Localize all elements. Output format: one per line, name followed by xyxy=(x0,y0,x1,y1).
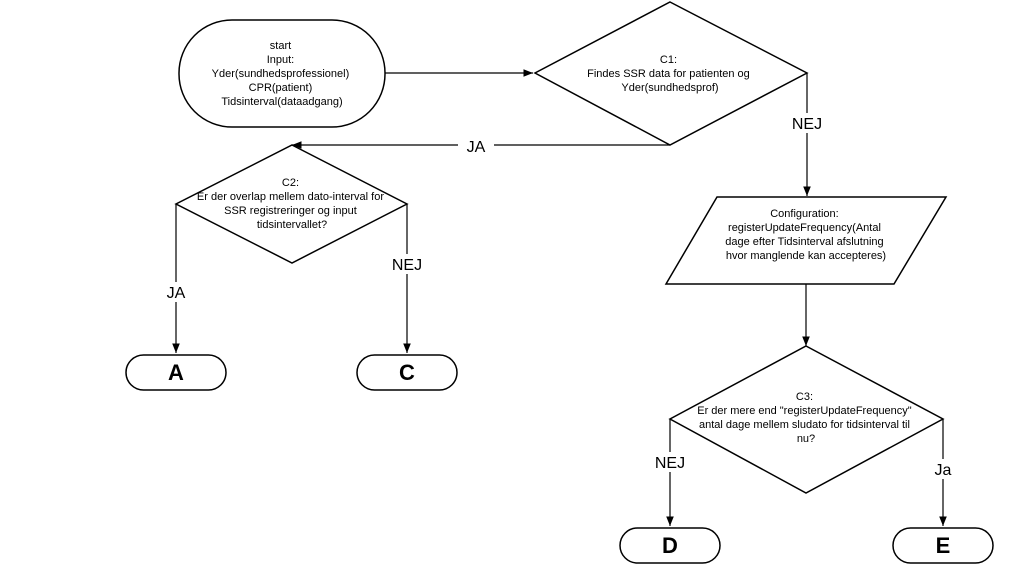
config-line: hvor manglende kan accepteres) xyxy=(726,250,886,262)
terminal-a: A xyxy=(125,354,227,391)
edge-label-c2-nej: NEJ xyxy=(392,257,422,274)
edge-c1-ja: JA xyxy=(292,136,670,156)
c2-line: C2: xyxy=(282,177,299,189)
config-line: registerUpdateFrequency(Antal xyxy=(728,222,881,234)
terminal-e-label: E xyxy=(936,533,951,558)
svg-text:start Input: Yder(: start Input: Yder(sundhedsprofessionel) … xyxy=(212,40,353,108)
start-line: Tidsinterval(dataadgang) xyxy=(221,96,342,108)
edge-c1-nej: NEJ xyxy=(786,73,828,196)
edge-c3-ja: Ja xyxy=(929,419,957,526)
terminal-d: D xyxy=(619,527,721,564)
terminal-e: E xyxy=(892,527,994,564)
decision-c2: C2: Er der overlap mellem dato-interval … xyxy=(174,144,409,264)
edge-c2-ja: JA xyxy=(160,204,192,353)
c3-line: nu? xyxy=(797,433,815,445)
decision-c3: C3: Er der mere end "registerUpdateFrequ… xyxy=(668,345,945,494)
svg-text:Configuration: registerU: Configuration: registerUpdateFrequency(A… xyxy=(725,208,886,262)
c2-line: tidsintervallet? xyxy=(257,219,327,231)
edge-label-c1-nej: NEJ xyxy=(792,116,822,133)
edge-c2-nej: NEJ xyxy=(386,204,428,353)
edge-label-c2-ja: JA xyxy=(167,285,186,302)
edge-c3-nej: NEJ xyxy=(649,419,691,526)
configuration-node: Configuration: registerUpdateFrequency(A… xyxy=(664,196,948,285)
c1-line: Yder(sundhedsprof) xyxy=(621,82,718,94)
edge-label-c3-ja: Ja xyxy=(935,462,952,479)
c1-line: C1: xyxy=(660,54,677,66)
c2-line: SSR registreringer og input xyxy=(224,205,357,217)
terminal-c: C xyxy=(356,354,458,391)
start-line: CPR(patient) xyxy=(249,82,313,94)
svg-text:C1: Findes SSR data for: C1: Findes SSR data for patienten og Yde… xyxy=(587,54,753,94)
start-node: start Input: Yder(sundhedsprofessionel) … xyxy=(178,19,386,128)
svg-text:C3: Er der mere end "reg: C3: Er der mere end "registerUpdateFrequ… xyxy=(697,391,915,445)
config-line: Configuration: xyxy=(770,208,839,220)
start-line: start xyxy=(270,40,291,52)
terminal-c-label: C xyxy=(399,360,415,385)
start-line: Input: xyxy=(267,54,295,66)
c3-line: Er der mere end "registerUpdateFrequency… xyxy=(697,405,912,417)
terminal-d-label: D xyxy=(662,533,678,558)
edge-label-c3-nej: NEJ xyxy=(655,455,685,472)
start-line: Yder(sundhedsprofessionel) xyxy=(212,68,350,80)
decision-c1: C1: Findes SSR data for patienten og Yde… xyxy=(533,1,809,146)
c3-line: C3: xyxy=(796,391,813,403)
c2-line: Er der overlap mellem dato-interval for xyxy=(197,191,384,203)
c1-line: Findes SSR data for patienten og xyxy=(587,68,750,80)
edge-label-c1-ja: JA xyxy=(467,139,486,156)
terminal-a-label: A xyxy=(168,360,184,385)
c3-line: antal dage mellem sludato for tidsinterv… xyxy=(699,419,910,431)
config-line: dage efter Tidsinterval afslutning xyxy=(725,236,883,248)
svg-text:C2: Er der overlap melle: C2: Er der overlap mellem dato-interval … xyxy=(197,177,387,231)
